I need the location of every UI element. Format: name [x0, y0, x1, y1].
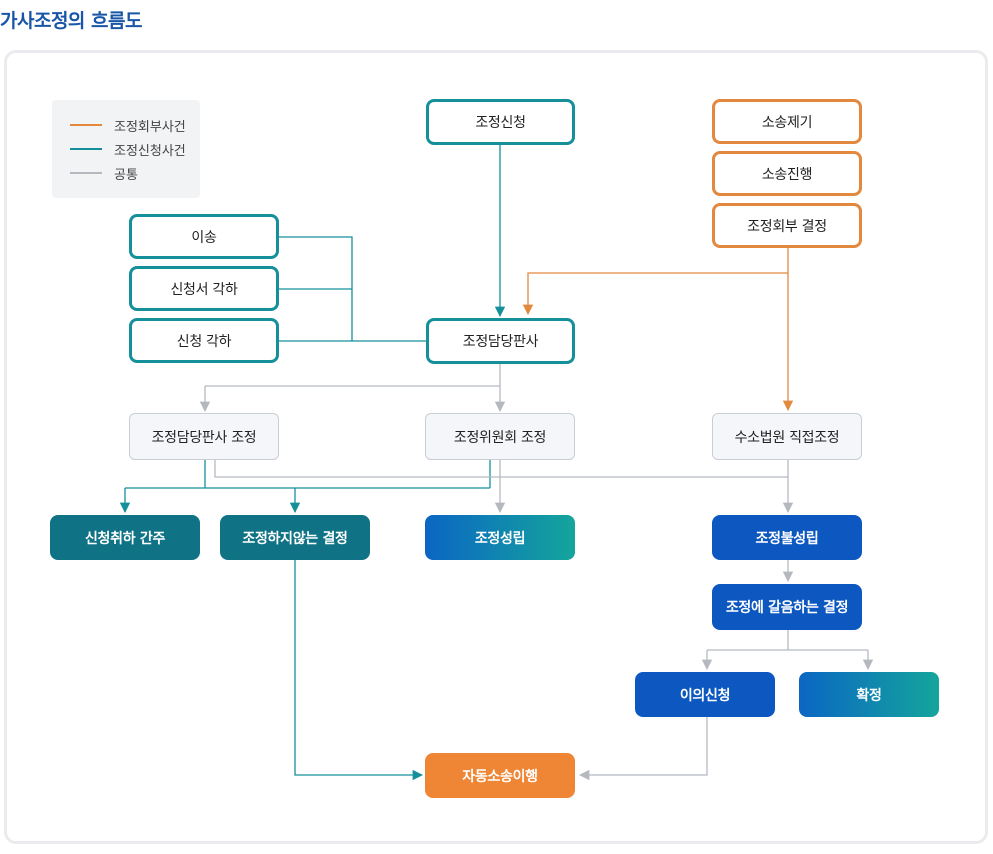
legend: 조정회부사건 조정신청사건 공통 [52, 100, 200, 198]
node-sincheongseo-gakha: 신청서 각하 [129, 266, 279, 311]
node-damdang-pansa: 조정담당판사 [426, 318, 575, 364]
legend-swatch-orange [70, 124, 102, 126]
page-title: 가사조정의 흐름도 [0, 10, 142, 32]
legend-swatch-teal [70, 148, 102, 150]
node-chwiha-ganju: 신청취하 간주 [50, 515, 200, 560]
node-damdang-pansa-jojeong: 조정담당판사 조정 [129, 413, 279, 460]
node-sosong-jinhaeng: 소송진행 [712, 151, 862, 196]
node-hwakjeong: 확정 [799, 672, 939, 717]
node-jojeong-seongrip: 조정성립 [425, 515, 575, 560]
node-jojeong-bulseongrip: 조정불성립 [712, 515, 862, 560]
node-sosong-jegi: 소송제기 [712, 99, 862, 144]
node-iui-sincheong: 이의신청 [635, 672, 775, 717]
node-jojeong-sincheong: 조정신청 [426, 99, 575, 145]
legend-label: 조정회부사건 [114, 119, 186, 135]
node-wiwonhoe-jojeong: 조정위원회 조정 [425, 413, 575, 460]
legend-item: 조정회부사건 [70, 116, 186, 135]
node-galeum-gyeoljeong: 조정에 갈음하는 결정 [712, 584, 862, 630]
node-sincheong-gakha: 신청 각하 [129, 318, 279, 363]
legend-label: 공통 [114, 167, 138, 183]
legend-item: 공통 [70, 164, 138, 183]
legend-swatch-gray [70, 172, 102, 174]
legend-item: 조정신청사건 [70, 140, 186, 159]
legend-label: 조정신청사건 [114, 143, 186, 159]
node-suso-beobwon-jojeong: 수소법원 직접조정 [712, 413, 862, 460]
node-jojeong-hoebu-gyeoljeong: 조정회부 결정 [712, 203, 862, 248]
node-jadong-sosong-ihaeng: 자동소송이행 [425, 753, 575, 798]
node-isong: 이송 [129, 214, 279, 259]
node-haji-anneun-gyeoljeong: 조정하지않는 결정 [220, 515, 370, 560]
